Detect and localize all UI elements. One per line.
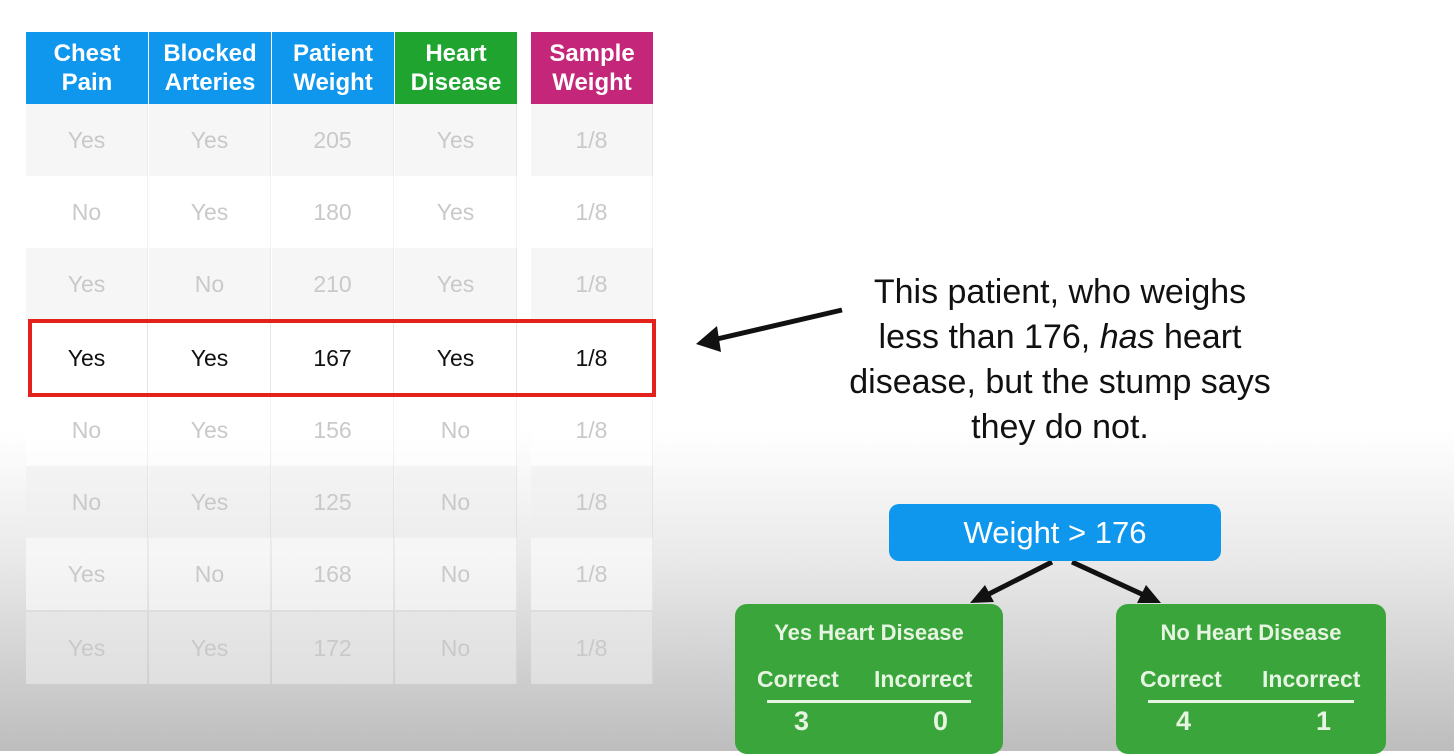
cell-chest-pain: Yes <box>26 322 148 394</box>
leaf-no-heart-disease: No Heart Disease Correct Incorrect 4 1 <box>1116 604 1386 754</box>
cell-sample-weight: 1/8 <box>531 248 653 320</box>
cell-blocked-arteries: Yes <box>149 104 271 176</box>
stump-arrow-left <box>981 559 1054 600</box>
cell-sample-weight: 1/8 <box>531 612 653 684</box>
cell-sample-weight: 1/8 <box>531 322 653 394</box>
cell-chest-pain: No <box>26 394 148 466</box>
leaf-divider <box>767 700 971 703</box>
right-incorrect-count: 1 <box>1316 706 1332 736</box>
cell-patient-weight: 210 <box>272 248 394 320</box>
left-correct-count: 3 <box>794 706 810 736</box>
cell-heart-disease: Yes <box>395 322 517 394</box>
header-heart-disease: Heart Disease <box>395 32 517 104</box>
cell-chest-pain: Yes <box>26 248 148 320</box>
left-incorrect-count: 0 <box>933 706 949 736</box>
annotation-text: This patient, who weighs less than 176, … <box>849 273 1271 446</box>
stump-arrow-right <box>1070 559 1150 600</box>
annotation-arrow <box>703 307 843 345</box>
header-patient-weight: Patient Weight <box>272 32 394 104</box>
cell-patient-weight: 156 <box>272 394 394 466</box>
cell-heart-disease: Yes <box>395 104 517 176</box>
cell-blocked-arteries: Yes <box>149 466 271 538</box>
right-correct-count: 4 <box>1176 706 1192 736</box>
stump-arrow-left-head <box>970 585 994 603</box>
cell-heart-disease: No <box>395 538 517 610</box>
cell-patient-weight: 167 <box>272 322 394 394</box>
cell-blocked-arteries: Yes <box>149 322 271 394</box>
cell-blocked-arteries: No <box>149 538 271 610</box>
cell-heart-disease: Yes <box>395 248 517 320</box>
annotation-arrow-head <box>696 326 721 352</box>
cell-sample-weight: 1/8 <box>531 176 653 248</box>
leaf-divider <box>1148 700 1354 703</box>
cell-sample-weight: 1/8 <box>531 538 653 610</box>
cell-patient-weight: 125 <box>272 466 394 538</box>
cell-blocked-arteries: Yes <box>149 612 271 684</box>
cell-patient-weight: 180 <box>272 176 394 248</box>
cell-sample-weight: 1/8 <box>531 104 653 176</box>
cell-heart-disease: No <box>395 466 517 538</box>
cell-blocked-arteries: No <box>149 248 271 320</box>
cell-chest-pain: Yes <box>26 538 148 610</box>
cell-patient-weight: 172 <box>272 612 394 684</box>
cell-chest-pain: No <box>26 466 148 538</box>
cell-heart-disease: No <box>395 612 517 684</box>
cell-patient-weight: 168 <box>272 538 394 610</box>
stump-root-node: Weight > 176 <box>889 504 1221 561</box>
header-chest-pain: Chest Pain <box>26 32 148 104</box>
cell-sample-weight: 1/8 <box>531 466 653 538</box>
cell-blocked-arteries: Yes <box>149 394 271 466</box>
cell-patient-weight: 205 <box>272 104 394 176</box>
header-blocked-arteries: Blocked Arteries <box>149 32 271 104</box>
cell-chest-pain: Yes <box>26 104 148 176</box>
cell-chest-pain: No <box>26 176 148 248</box>
cell-heart-disease: No <box>395 394 517 466</box>
header-sample-weight: Sample Weight <box>531 32 653 104</box>
cell-sample-weight: 1/8 <box>531 394 653 466</box>
cell-blocked-arteries: Yes <box>149 176 271 248</box>
cell-chest-pain: Yes <box>26 612 148 684</box>
leaf-yes-heart-disease: Yes Heart Disease Correct Incorrect 3 0 <box>735 604 1003 754</box>
stump-arrow-right-head <box>1137 585 1161 603</box>
cell-heart-disease: Yes <box>395 176 517 248</box>
